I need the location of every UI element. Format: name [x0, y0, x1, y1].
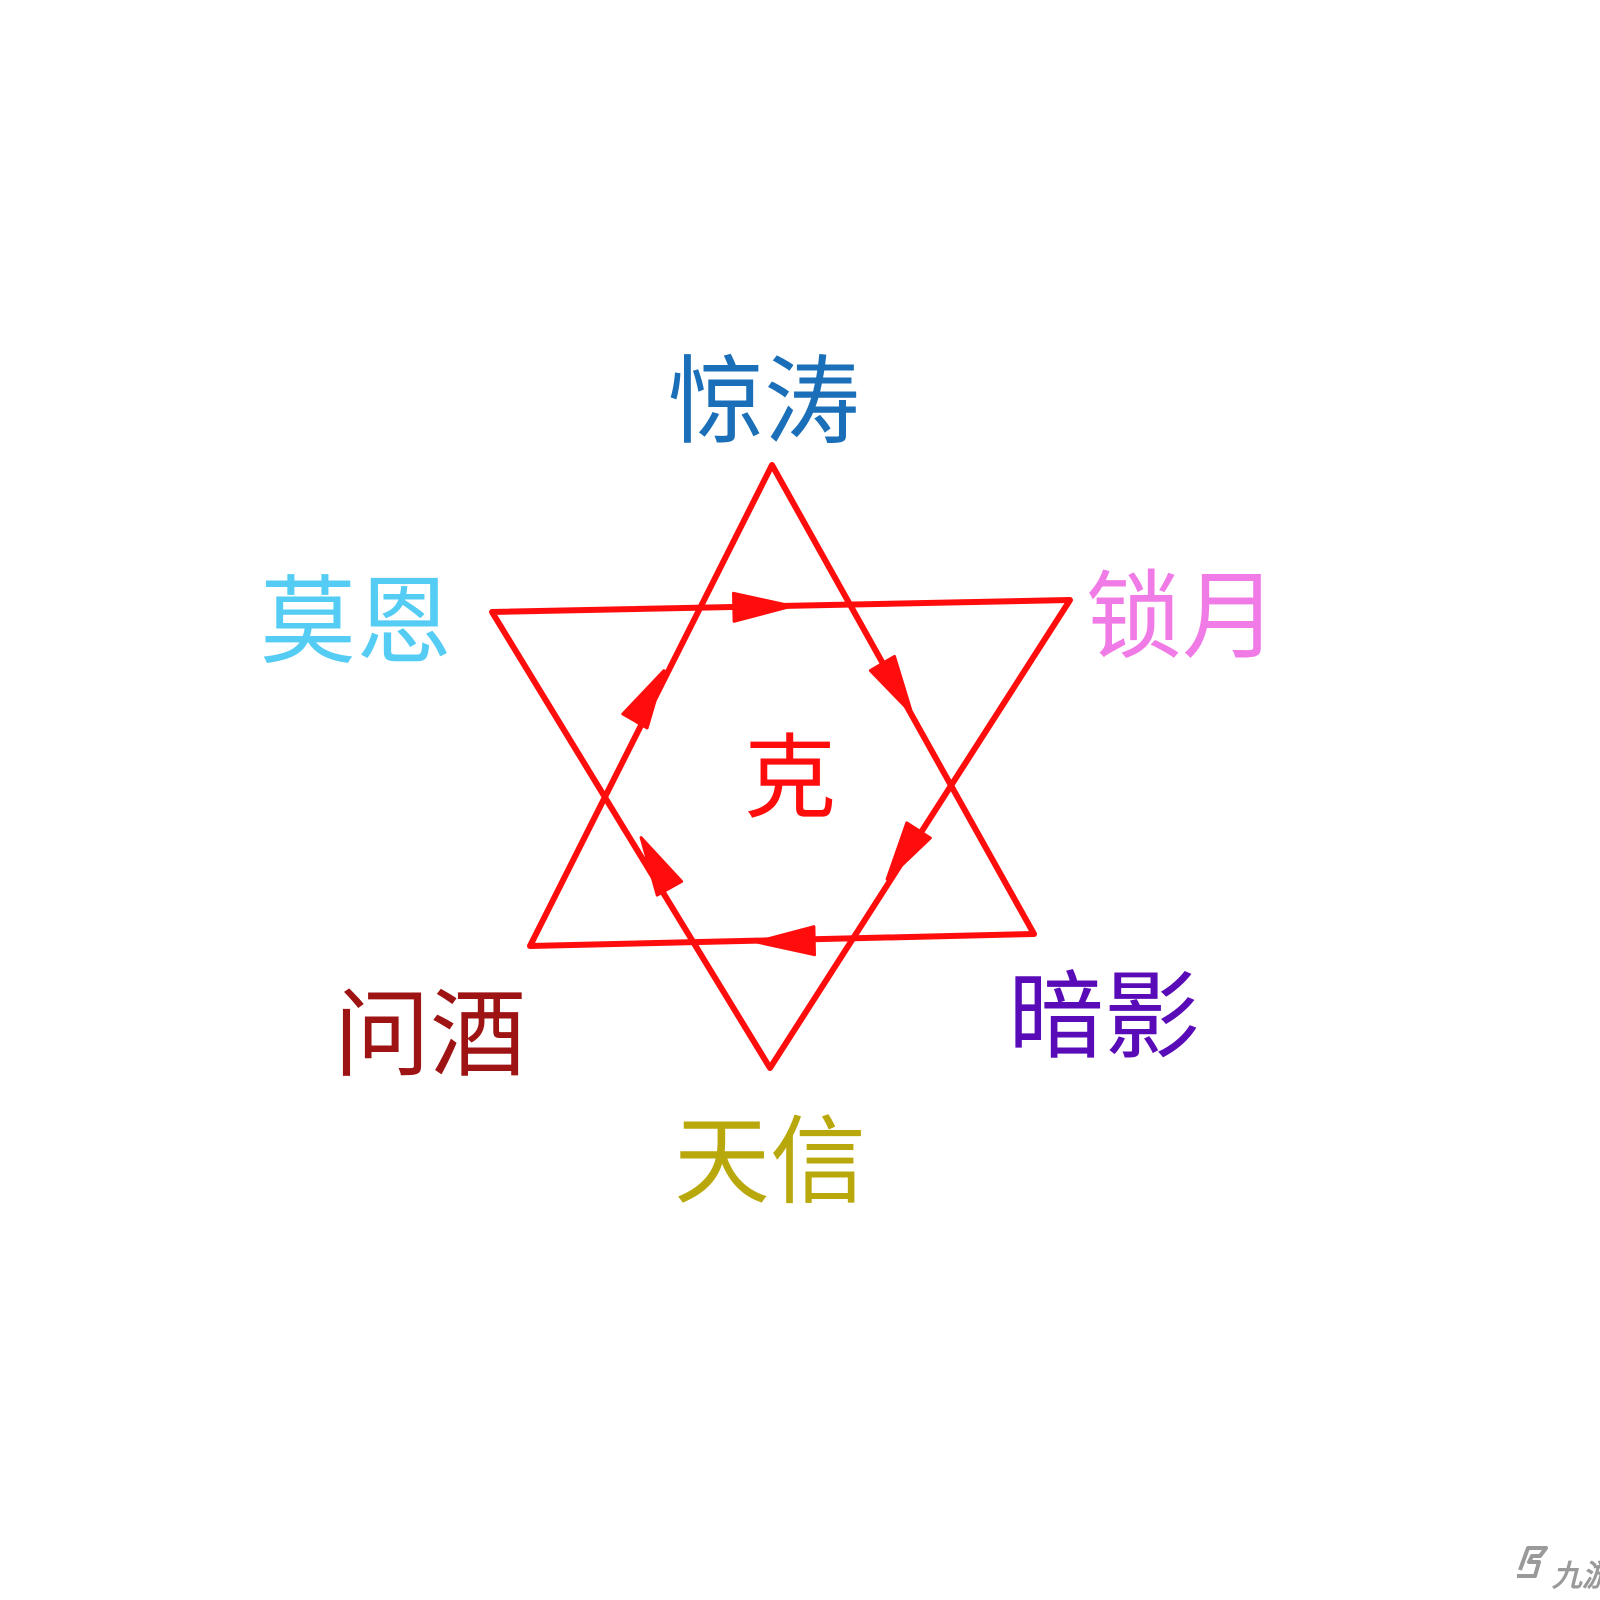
- arrow-moen-to-jingtao: [621, 669, 666, 730]
- watermark-text: 九游: [1551, 1559, 1600, 1594]
- node-label-suoyue: 锁月: [1086, 561, 1278, 673]
- arrow-tianxin-to-wenjiu: [754, 925, 816, 957]
- arrow-jingtao-to-suoyue: [732, 591, 794, 623]
- watermark-logo-icon: [1517, 1546, 1548, 1578]
- node-label-moen: 莫恩: [260, 566, 452, 678]
- node-label-wenjiu: 问酒: [334, 979, 526, 1091]
- node-label-tianxin: 天信: [674, 1106, 866, 1218]
- downward-triangle: [489, 597, 1073, 1071]
- arrow-wenjiu-to-moen: [639, 836, 684, 897]
- arrow-suoyue-to-anying: [868, 654, 914, 715]
- upward-triangle: [527, 462, 1037, 949]
- node-label-anying: 暗影: [1008, 961, 1200, 1073]
- arrow-anying-to-tianxin: [885, 821, 932, 881]
- center-label: 克: [744, 725, 836, 832]
- arrow-layer: [621, 591, 932, 957]
- watermark: 九游: [1517, 1546, 1600, 1594]
- node-label-jingtao: 惊涛: [668, 346, 860, 458]
